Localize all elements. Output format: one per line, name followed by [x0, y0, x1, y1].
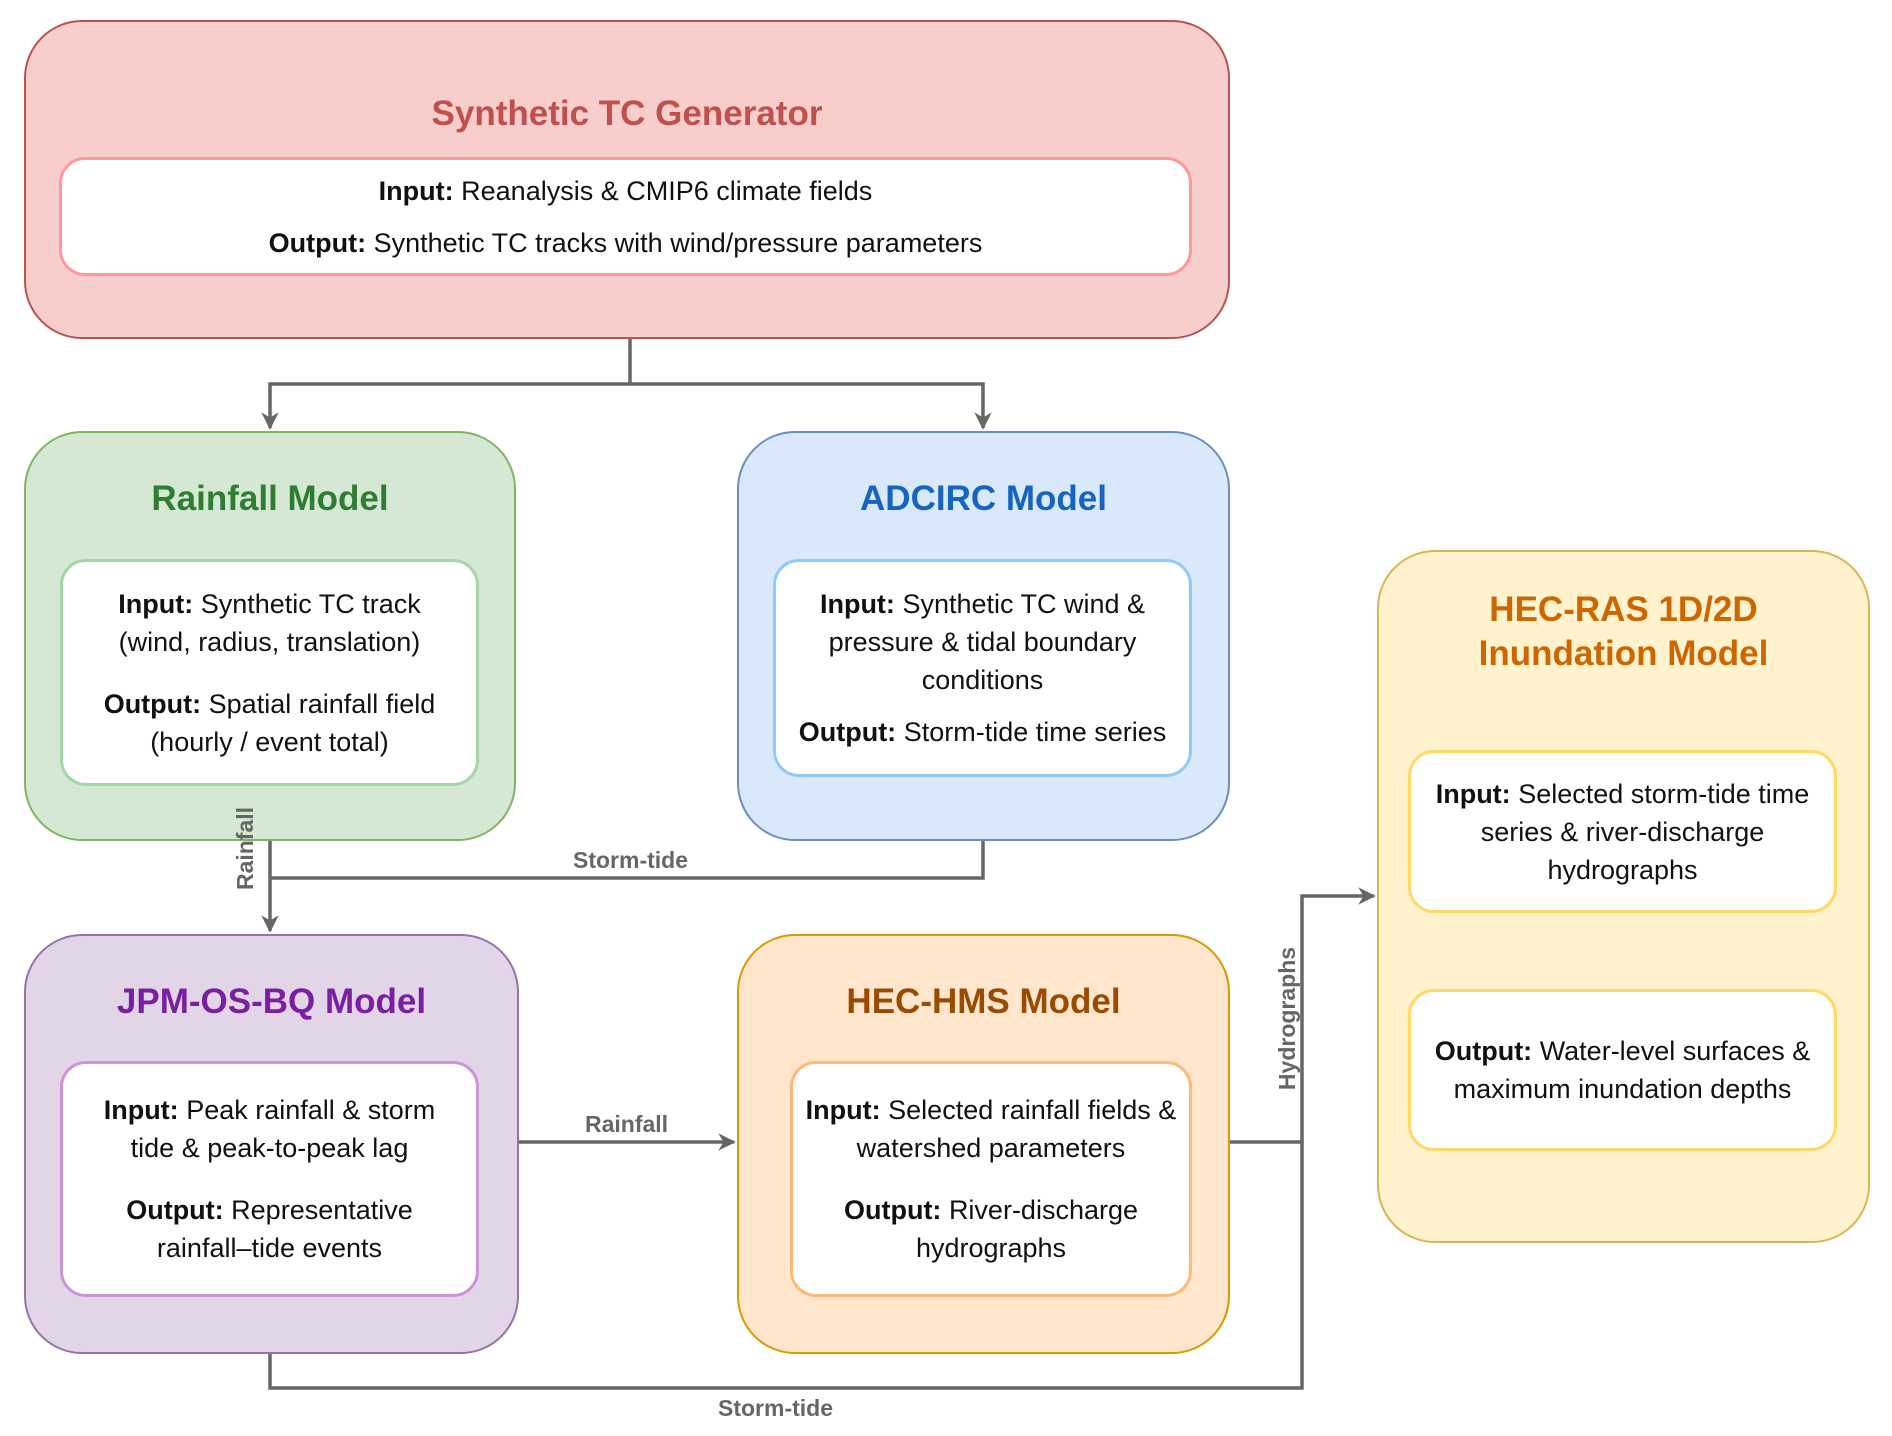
edge-label-storm-tide-adcirc: Storm-tide: [573, 847, 688, 873]
jpm-model-output: Output: Representative rainfall–tide eve…: [126, 1195, 413, 1263]
rainfall-model-input: Input: Synthetic TC track (wind, radius,…: [118, 588, 421, 657]
hec-hms-model-details: Input: Selected rainfall fields & waters…: [790, 1061, 1192, 1297]
edge-label-rainfall-jpm-to-hms: Rainfall: [585, 1111, 669, 1137]
edge-label-hydrographs: Hydrographs: [1274, 946, 1301, 1091]
hec-ras-model-title: HEC-RAS 1D/2D Inundation Model: [1478, 590, 1769, 673]
rainfall-model-output: Output: Spatial rainfall field (hourly /…: [103, 688, 436, 757]
rainfall-model-details: Input: Synthetic TC track (wind, radius,…: [60, 559, 479, 786]
edge-tc-to-adcirc: [630, 382, 992, 430]
hec-hms-model-title: HEC-HMS Model: [846, 982, 1121, 1021]
hec-ras-input: Input: Selected storm-tide time series &…: [1435, 778, 1810, 885]
adcirc-model-output: Output: Storm-tide time series: [798, 717, 1167, 747]
edge-label-rainfall-vertical: Rainfall: [232, 806, 259, 891]
tc-generator-details: Input: Reanalysis & CMIP6 climate fields…: [59, 157, 1192, 276]
tc-generator-output: Output: Synthetic TC tracks with wind/pr…: [268, 227, 983, 258]
hec-hms-model-input: Input: Selected rainfall fields & waters…: [805, 1095, 1177, 1163]
tc-generator-title: Synthetic TC Generator: [431, 94, 823, 133]
rainfall-model-title: Rainfall Model: [151, 479, 389, 518]
adcirc-model-input: Input: Synthetic TC wind & pressure & ti…: [819, 589, 1146, 695]
jpm-model-details: Input: Peak rainfall & storm tide & peak…: [60, 1061, 479, 1297]
adcirc-model-details: Input: Synthetic TC wind & pressure & ti…: [773, 559, 1192, 777]
edge-hms-to-ras: [1230, 887, 1376, 1144]
hec-ras-output-details: Output: Water-level surfaces & maximum i…: [1408, 989, 1837, 1151]
jpm-model-input: Input: Peak rainfall & storm tide & peak…: [103, 1095, 436, 1163]
hec-ras-input-details: Input: Selected storm-tide time series &…: [1408, 750, 1837, 913]
edge-label-storm-tide-jpm: Storm-tide: [718, 1395, 833, 1421]
hec-ras-output: Output: Water-level surfaces & maximum i…: [1434, 1036, 1811, 1104]
tc-generator-input: Input: Reanalysis & CMIP6 climate fields: [378, 175, 873, 206]
adcirc-model-title: ADCIRC Model: [860, 479, 1107, 518]
jpm-model-title: JPM-OS-BQ Model: [116, 982, 427, 1021]
edge-tc-to-rainfall: [261, 382, 630, 430]
hec-hms-model-output: Output: River-discharge hydrographs: [843, 1195, 1139, 1263]
